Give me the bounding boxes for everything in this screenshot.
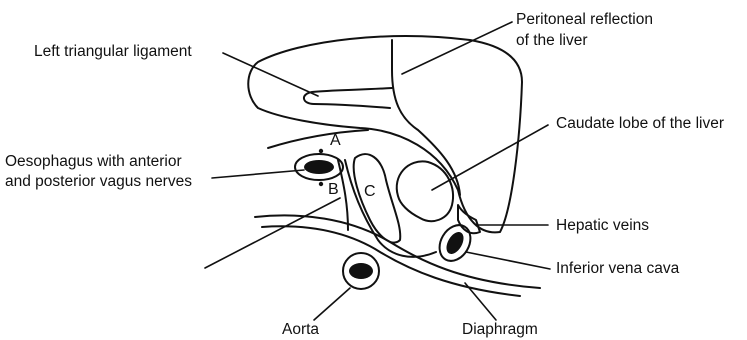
marker-a: A (330, 132, 341, 149)
oesophagus-lumen (304, 160, 334, 174)
label-diaphragm: Diaphragm (462, 321, 538, 338)
aorta-lumen (349, 263, 373, 279)
label-caudate-lobe: Caudate lobe of the liver (556, 115, 724, 132)
fissure-curve-a (268, 130, 368, 148)
leader-aorta (314, 288, 350, 320)
diaphragm-lower (262, 226, 520, 296)
region-c-outline (354, 154, 401, 242)
left-triangular-ligament-fold (304, 88, 392, 108)
label-aorta: Aorta (282, 321, 319, 338)
label-oesophagus-2: and posterior vagus nerves (5, 173, 192, 190)
label-inferior-vena-cava: Inferior vena cava (556, 260, 680, 277)
marker-b: B (328, 181, 339, 198)
leader-caudate (432, 125, 548, 190)
leader-oesophagus (212, 170, 304, 178)
leader-diaphragm (465, 283, 496, 320)
label-hepatic-veins: Hepatic veins (556, 217, 649, 234)
liver-outline (248, 36, 522, 232)
leader-left-triangular (223, 53, 318, 96)
label-left-triangular-ligament: Left triangular ligament (34, 43, 192, 60)
caudate-lobe (397, 161, 453, 221)
marker-c: C (364, 183, 376, 200)
leader-unlabelled (205, 198, 340, 268)
posterior-vagus-dot (319, 182, 323, 186)
label-oesophagus-1: Oesophagus with anterior (5, 153, 182, 170)
ivc-lumen (443, 229, 467, 257)
anterior-vagus-dot (319, 149, 323, 153)
label-peritoneal-reflection-2: of the liver (516, 32, 588, 49)
label-peritoneal-reflection-1: Peritoneal reflection (516, 11, 653, 28)
leader-ivc (466, 252, 550, 269)
hepatic-veins (458, 205, 480, 233)
